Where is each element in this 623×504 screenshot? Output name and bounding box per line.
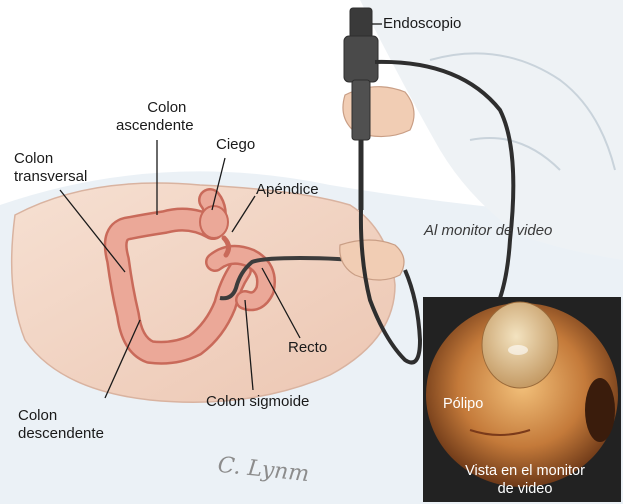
label-cecum: Ciego	[216, 136, 255, 154]
label-descending-colon-line2: descendente	[18, 425, 104, 443]
label-rectum: Recto	[288, 339, 327, 357]
label-monitor-view: Vista en el monitor de video	[432, 462, 618, 498]
label-ascending-colon: Colon ascendente	[140, 99, 194, 135]
label-monitor-view-line2: de video	[432, 480, 618, 498]
label-polyp: Pólipo	[443, 395, 483, 413]
polyp	[482, 302, 558, 388]
label-to-monitor: Al monitor de video	[424, 222, 552, 240]
label-transverse-colon-line2: transversal	[14, 168, 87, 186]
label-ascending-colon-line2: ascendente	[116, 117, 194, 135]
label-endoscope: Endoscopio	[383, 15, 461, 33]
label-transverse-colon: Colon transversal	[14, 150, 87, 186]
label-monitor-view-line1: Vista en el monitor	[432, 462, 618, 480]
label-transverse-colon-line1: Colon	[14, 150, 87, 168]
label-descending-colon-line1: Colon	[18, 407, 104, 425]
label-ascending-colon-line1: Colon	[140, 99, 194, 117]
label-descending-colon: Colon descendente	[18, 407, 104, 443]
label-sigmoid-colon: Colon sigmoide	[206, 393, 309, 411]
label-appendix: Apéndice	[256, 181, 319, 199]
